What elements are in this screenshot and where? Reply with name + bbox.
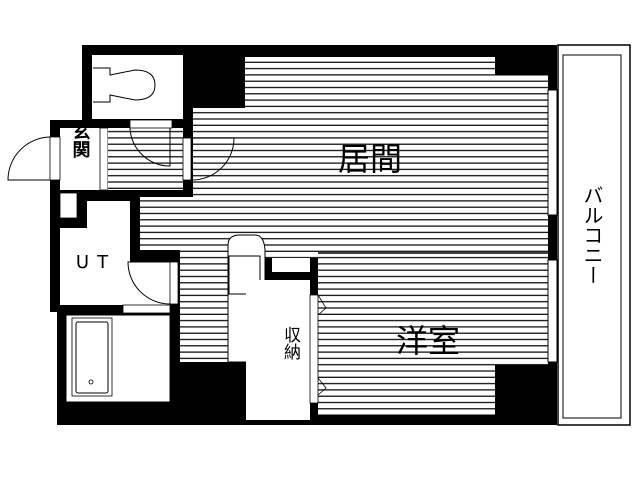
living-label: 居間 [338, 140, 402, 178]
front-door-frame [49, 136, 61, 181]
shoe-cabinet [59, 192, 78, 219]
door-swing [190, 137, 235, 181]
toilet-icon [93, 67, 156, 103]
toilet-door-frame [129, 119, 173, 129]
living-door-frame [182, 137, 192, 181]
window [547, 89, 558, 216]
door-swing [129, 127, 171, 167]
storage-door-frame [309, 294, 319, 404]
utility-door-frame [169, 261, 179, 305]
window [547, 259, 558, 363]
storage-label: 収納 [280, 326, 301, 361]
balcony-inner-outline [562, 54, 622, 419]
door-swing [127, 261, 171, 305]
bathtub [75, 321, 109, 394]
storage-door-marks [317, 294, 327, 396]
entrance-step [99, 127, 109, 191]
entrance-label: 玄関 [70, 121, 91, 158]
drain-icon [88, 379, 94, 385]
utility-label: UT [76, 252, 116, 273]
front-door-swing [7, 136, 51, 181]
balcony-label: バルコニー [580, 185, 604, 285]
bathroom-door-frame [122, 304, 171, 314]
western-room-label: 洋室 [396, 322, 460, 360]
utility-room [60, 201, 170, 305]
bathtub-outline [71, 317, 113, 397]
entrance-hall [108, 128, 183, 190]
fridge-space [272, 258, 310, 272]
storage [246, 280, 310, 420]
entrance [60, 128, 100, 190]
living-floor [140, 57, 548, 415]
